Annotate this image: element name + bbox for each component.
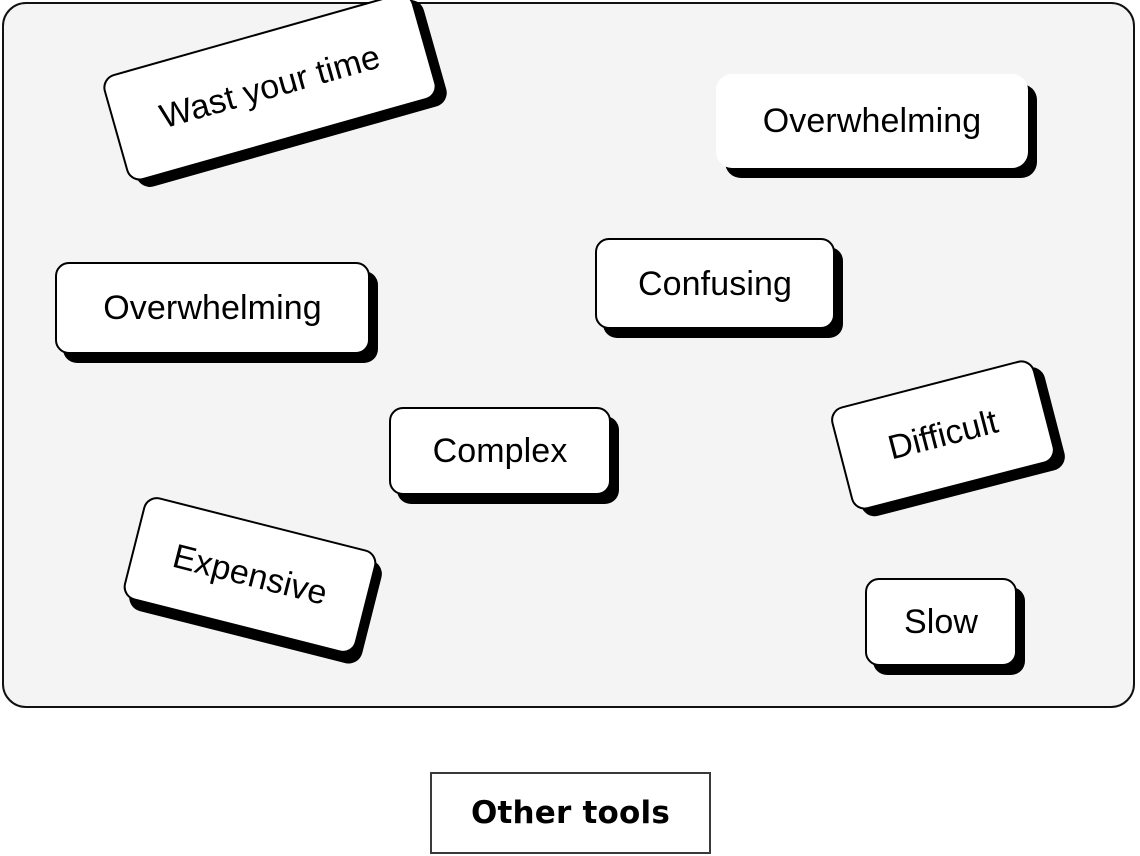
other-tools-label: Other tools [470,794,671,831]
card-label: Overwhelming [762,102,982,140]
pain-point-card-confusing[interactable]: Confusing [595,238,835,329]
pain-point-card-wast-your-time[interactable]: Wast your time [100,0,440,184]
other-tools-caption-box: Other tools [430,772,711,854]
card-label: Confusing [638,264,792,303]
pain-point-card-overwhelming-left[interactable]: Overwhelming [55,262,370,354]
card-label: Expensive [168,537,332,613]
pain-point-card-slow[interactable]: Slow [865,578,1017,666]
card-label: Difficult [884,402,1002,468]
card-label: Wast your time [155,37,385,137]
pain-point-card-expensive[interactable]: Expensive [120,494,380,656]
card-label: Overwhelming [103,289,322,327]
pain-point-card-complex[interactable]: Complex [389,407,611,495]
card-label: Complex [432,432,568,470]
pain-point-board: Wast your time Overwhelming Overwhelming… [2,0,1135,708]
card-label: Slow [903,603,979,641]
pain-point-card-difficult[interactable]: Difficult [828,357,1058,513]
pain-point-card-overwhelming-top[interactable]: Overwhelming [716,74,1028,168]
